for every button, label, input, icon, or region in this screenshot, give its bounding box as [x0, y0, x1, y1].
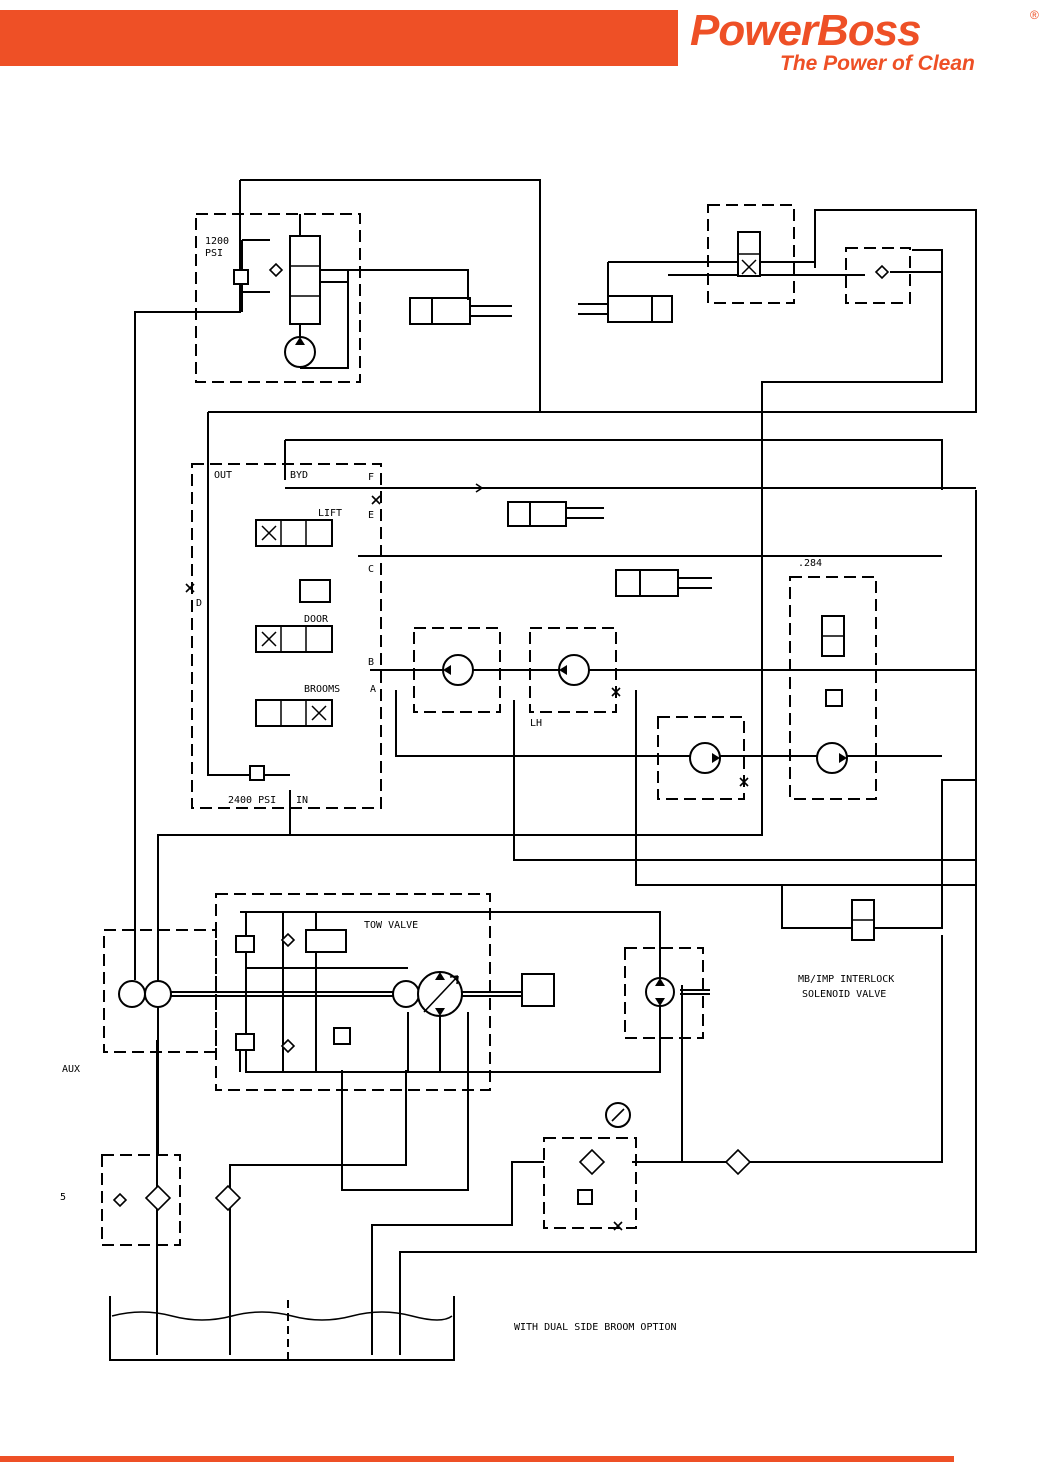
label-out: OUT: [214, 470, 232, 481]
footer-bar: [0, 1456, 954, 1462]
label-interlock-2: SOLENOID VALVE: [802, 989, 886, 1000]
label-1200: 1200: [205, 236, 229, 247]
label-lift: LIFT: [318, 508, 342, 519]
label-tow-valve: TOW VALVE: [364, 920, 418, 931]
label-b: B: [368, 657, 374, 668]
registered-mark: ®: [1030, 8, 1039, 22]
logo-tagline: The Power of Clean: [780, 52, 975, 75]
label-c: C: [368, 564, 374, 575]
header-bar: [0, 10, 678, 66]
label-f: F: [368, 472, 374, 483]
label-2400-psi: 2400 PSI: [228, 795, 276, 806]
label-byd: BYD: [290, 470, 308, 481]
label-psi: PSI: [205, 248, 223, 259]
label-d: D: [196, 598, 202, 609]
label-door: DOOR: [304, 614, 329, 625]
label-in: IN: [296, 795, 308, 806]
label-lh: LH: [530, 718, 542, 729]
label-brooms: BROOMS: [304, 684, 340, 695]
label-a: A: [370, 684, 376, 695]
label-5: 5: [60, 1192, 66, 1203]
label-aux: AUX: [62, 1064, 80, 1075]
label-284: .284: [798, 558, 822, 569]
logo-name: PowerBoss: [690, 6, 922, 55]
powerboss-logo: PowerBoss ® The Power of Clean: [690, 6, 1050, 76]
label-dual-side-broom: WITH DUAL SIDE BROOM OPTION: [514, 1322, 677, 1333]
label-interlock-1: MB/IMP INTERLOCK: [798, 974, 894, 985]
label-e: E: [368, 510, 374, 521]
